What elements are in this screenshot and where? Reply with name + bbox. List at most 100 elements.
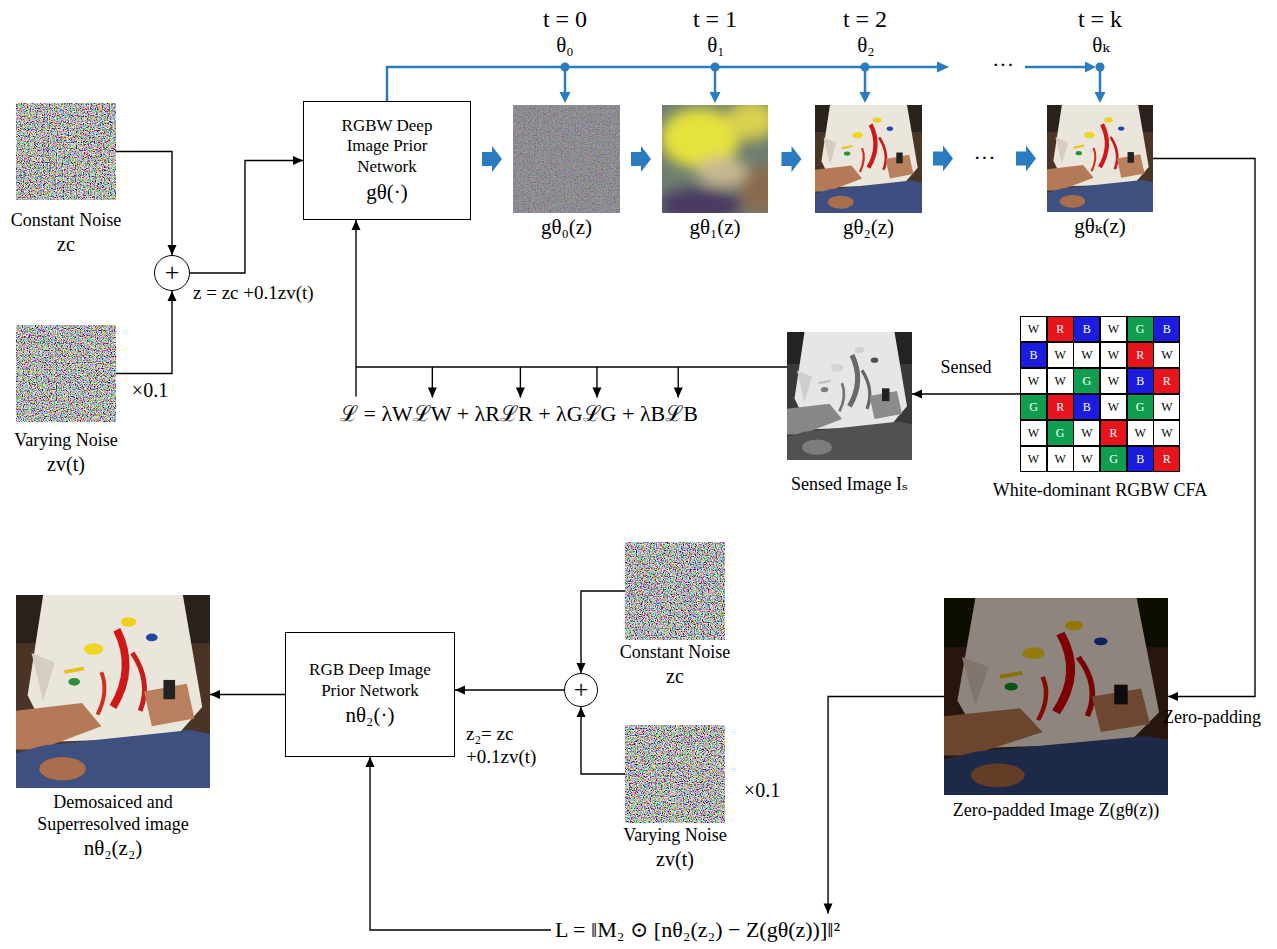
connector-line [1153,159,1255,697]
caption-block: gθ₂(z) [794,215,944,241]
arrow-head [455,686,465,695]
annotation: Zero-padding [1163,707,1261,729]
cfa-cell: W [1100,368,1127,394]
zero-padded-ground [944,598,1168,795]
caption-block: Zero-padded Image Z(gθ(z)) [906,800,1206,822]
image-tile: Constant Noisezc [16,103,116,200]
arrow-head [577,663,586,673]
cfa-cell: W [1073,420,1100,446]
timeline-heads [560,62,1106,104]
image-tile: gθₖ(z) [1047,105,1153,212]
parameter-symbol: θₖ [1092,33,1110,59]
annotation: L = ‖M₂ ⊙ [nθ₂(z₂) − Z(gθ(z))]‖² [555,917,840,944]
cfa-cell: W [1073,446,1100,472]
loss-line [828,697,944,914]
sum-junction: + [154,255,190,291]
cfa-cell: R [1127,342,1154,368]
cfa-cell: R [1047,316,1074,342]
arrow-head [293,156,303,165]
cfa-cell: W [1073,342,1100,368]
edge-label: Sensed [938,357,995,379]
arrow-head [428,388,437,398]
connector [631,146,651,172]
image-tile: gθ₀(z) [513,105,620,213]
cfa-cell: W [1020,420,1047,446]
caption-block: Constant Noisezc [590,642,760,688]
arrow-head [912,390,922,399]
image-caption: White-dominant RGBW CFA [970,480,1230,502]
cfa-cell: W [1153,342,1180,368]
cfa-cell: R [1153,368,1180,394]
image-caption: Zero-padded Image Z(gθ(z)) [906,800,1206,822]
image-caption: gθₖ(z) [1025,214,1175,240]
block-arrow [482,146,502,172]
caption-block: Demosaiced and Superresolved imagenθ₂(z₂… [13,792,213,862]
connector-line [581,591,625,673]
cfa-cell: W [1047,342,1074,368]
annotation: ×0.1 [744,778,780,802]
annotation: z₂= zc +0.1zv(t) [466,722,566,768]
caption-block: Varying Noisezv(t) [590,825,760,871]
cfa-cell: G [1100,446,1127,472]
caption-block: Constant Noisezc [0,210,151,256]
cfa-cell: B [1073,316,1100,342]
annotation: ··· [992,52,1014,79]
parameter-symbol: θ₀ [556,33,573,59]
connector [482,146,502,172]
connector-line [210,694,285,695]
image-symbol: zc [590,664,760,688]
result-tile [16,595,210,788]
annotation: z = zc +0.1zv(t) [193,281,322,304]
output-tile [513,105,620,213]
cfa-cell: W [1127,420,1154,446]
output-tile [662,105,768,213]
connector [210,690,285,699]
loss-line [356,366,787,367]
network-box: RGBW Deep Image Prior Networkgθ(·) [303,101,471,220]
image-caption: Demosaiced and Superresolved image [13,792,213,836]
arrow-head [366,757,375,767]
cfa-cell: W [1153,394,1180,420]
parameter-symbol: θ₁ [707,33,724,59]
image-tile: Zero-padded Image Z(gθ(z)) [944,598,1168,795]
cfa-cell: B [1153,316,1180,342]
iteration-index: t = k [1078,5,1122,34]
caption-block: White-dominant RGBW CFA [970,480,1230,502]
output-tile [815,105,922,213]
iteration-index: t = 1 [693,5,737,34]
iteration-index: t = 2 [843,5,887,34]
arrow-head [516,388,525,398]
connector [190,156,303,273]
cfa-cell: W [1020,446,1047,472]
cfa-cell: G [1073,368,1100,394]
network-symbol: nθ₂(·) [346,703,395,729]
caption-block: gθₖ(z) [1025,214,1175,240]
noise-tile [625,725,725,823]
connector-line [116,291,172,374]
sum-sign: + [165,260,180,286]
image-tile: Demosaiced and Superresolved imagenθ₂(z₂… [16,595,210,788]
image-tile: gθ₂(z) [815,105,922,213]
loss-feedback [352,220,945,930]
network-symbol: gθ(·) [366,180,408,206]
network-box: RGB Deep Image Prior Networknθ₂(·) [285,632,455,757]
caption-block: gθ₁(z) [640,215,790,241]
cfa-cell: B [1127,446,1154,472]
arrow-head [824,904,833,914]
output-tile [1047,105,1153,212]
block-arrow [631,146,651,172]
arrow-head [168,245,177,255]
image-symbol: zc [0,232,151,256]
sum-junction: + [564,673,598,707]
block-arrow [933,146,953,172]
arrow-head [352,220,361,230]
cfa-cell: W [1100,316,1127,342]
caption-block: Sensed Image Iₛ [740,474,960,496]
image-caption: Varying Noise [590,825,760,847]
arrow-head [168,291,177,301]
image-caption: Constant Noise [0,210,151,232]
image-symbol: zv(t) [590,847,760,871]
image-caption: gθ₀(z) [492,215,642,241]
cfa-cell: W [1047,368,1074,394]
